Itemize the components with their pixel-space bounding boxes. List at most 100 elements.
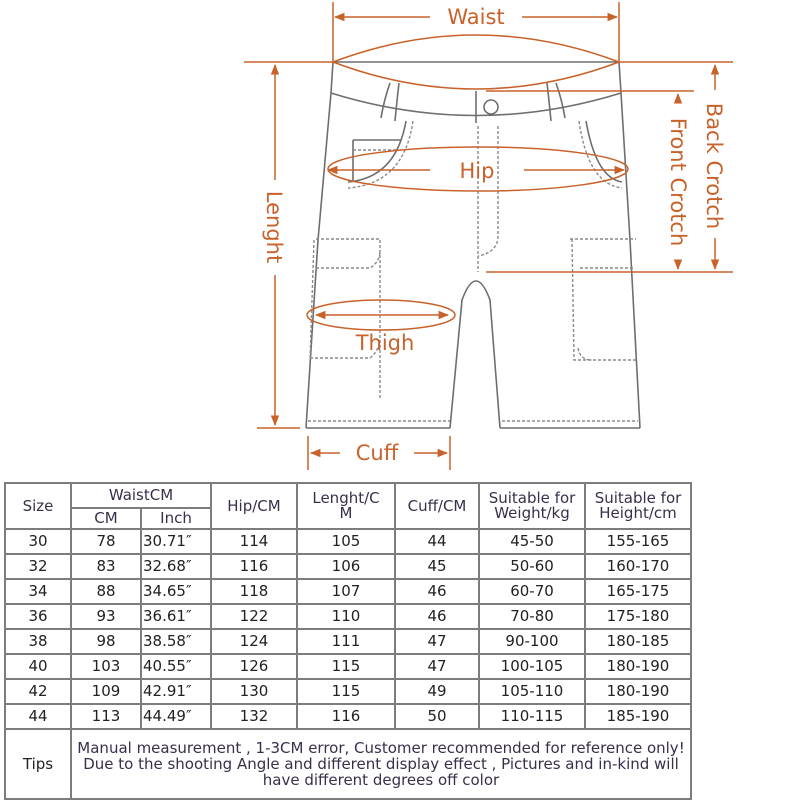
table-row: 38 98 38.58″ 124 111 47 90-100 180-185 [4,628,692,655]
cell-cuff: 50 [394,703,480,730]
cell-length: 105 [296,528,396,555]
header-height-line1: Suitable for [594,489,682,507]
cell-waist-cm: 103 [70,653,142,680]
cell-height: 185-190 [584,703,692,730]
tips-line-1: Manual measurement , 1-3CM error, Custom… [77,739,685,757]
cell-cuff: 47 [394,653,480,680]
cell-waist-inch: 36.61″ [140,603,212,630]
cell-waist-cm: 93 [70,603,142,630]
cell-waist-inch: 44.49″ [140,703,212,730]
size-chart-table: Size WaistCM Hip/CM Lenght/C M Cuff/CM S… [4,482,692,800]
cell-waist-inch: 38.58″ [140,628,212,655]
header-height-line2: Height/cm [599,504,677,522]
cell-size: 36 [4,603,72,630]
cell-height: 180-190 [584,653,692,680]
cell-height: 180-185 [584,628,692,655]
tips-label: Tips [4,728,72,800]
cell-height: 160-170 [584,553,692,580]
header-cuff: Cuff/CM [394,482,480,530]
cell-size: 40 [4,653,72,680]
header-weight-line2: Weight/kg [494,504,570,522]
header-length: Lenght/C M [296,482,396,530]
cell-length: 115 [296,653,396,680]
header-length-line2: M [339,504,353,522]
cell-hip: 126 [210,653,298,680]
cell-hip: 124 [210,628,298,655]
cell-weight: 100-105 [478,653,586,680]
length-label: Lenght [262,191,286,263]
cell-waist-inch: 42.91″ [140,678,212,705]
tips-text: Manual measurement , 1-3CM error, Custom… [70,728,692,800]
table-row: 32 83 32.68″ 116 106 45 50-60 160-170 [4,553,692,580]
cell-waist-cm: 113 [70,703,142,730]
cuff-label: Cuff [356,441,399,465]
cell-waist-inch: 34.65″ [140,578,212,605]
cell-cuff: 47 [394,628,480,655]
cell-cuff: 44 [394,528,480,555]
stitching [308,120,638,422]
cell-cuff: 49 [394,678,480,705]
cell-size: 38 [4,628,72,655]
thigh-label: Thigh [355,331,415,355]
cell-height: 155-165 [584,528,692,555]
measurement-lines [244,2,733,470]
cell-length: 115 [296,678,396,705]
cell-weight: 70-80 [478,603,586,630]
cell-weight: 105-110 [478,678,586,705]
cell-hip: 114 [210,528,298,555]
cell-size: 42 [4,678,72,705]
button-icon [483,99,499,115]
cell-waist-cm: 78 [70,528,142,555]
cell-waist-cm: 83 [70,553,142,580]
header-height: Suitable for Height/cm [584,482,692,530]
table-row: 40 103 40.55″ 126 115 47 100-105 180-190 [4,653,692,680]
header-weight-line1: Suitable for [488,489,576,507]
cell-hip: 132 [210,703,298,730]
cell-waist-cm: 98 [70,628,142,655]
cell-height: 175-180 [584,603,692,630]
waist-label: Waist [447,5,504,29]
table-row: 30 78 30.71″ 114 105 44 45-50 155-165 [4,528,692,555]
cell-height: 165-175 [584,578,692,605]
header-waist-group: WaistCM [70,482,212,509]
shorts-measurement-diagram: Waist Hip Thigh Cuff Lenght Front Crotch… [244,2,733,470]
front-crotch-label: Front Crotch [666,118,690,247]
table-row: 34 88 34.65″ 118 107 46 60-70 165-175 [4,578,692,605]
cell-waist-cm: 88 [70,578,142,605]
tips-row: Tips Manual measurement , 1-3CM error, C… [4,728,692,800]
cell-size: 32 [4,553,72,580]
header-waist-cm: CM [70,507,142,530]
cell-length: 116 [296,703,396,730]
cell-length: 111 [296,628,396,655]
header-weight: Suitable for Weight/kg [478,482,586,530]
table-row: 44 113 44.49″ 132 116 50 110-115 185-190 [4,703,692,730]
cell-size: 34 [4,578,72,605]
cell-weight: 50-60 [478,553,586,580]
table-row: 36 93 36.61″ 122 110 46 70-80 175-180 [4,603,692,630]
header-hip: Hip/CM [210,482,298,530]
back-crotch-label: Back Crotch [702,103,726,229]
shorts-outline [305,61,641,429]
cell-hip: 118 [210,578,298,605]
header-size: Size [4,482,72,530]
cell-length: 106 [296,553,396,580]
table-row: 42 109 42.91″ 130 115 49 105-110 180-190 [4,678,692,705]
cell-length: 110 [296,603,396,630]
cell-cuff: 46 [394,603,480,630]
cell-waist-cm: 109 [70,678,142,705]
cell-weight: 90-100 [478,628,586,655]
cell-hip: 130 [210,678,298,705]
cell-size: 30 [4,528,72,555]
cell-waist-inch: 30.71″ [140,528,212,555]
cell-cuff: 46 [394,578,480,605]
cell-hip: 116 [210,553,298,580]
cell-waist-inch: 32.68″ [140,553,212,580]
cell-weight: 45-50 [478,528,586,555]
header-length-line1: Lenght/C [312,489,380,507]
cell-cuff: 45 [394,553,480,580]
cell-length: 107 [296,578,396,605]
cell-size: 44 [4,703,72,730]
tips-line-2: Due to the shooting Angle and different … [83,755,679,789]
cell-height: 180-190 [584,678,692,705]
cell-weight: 110-115 [478,703,586,730]
